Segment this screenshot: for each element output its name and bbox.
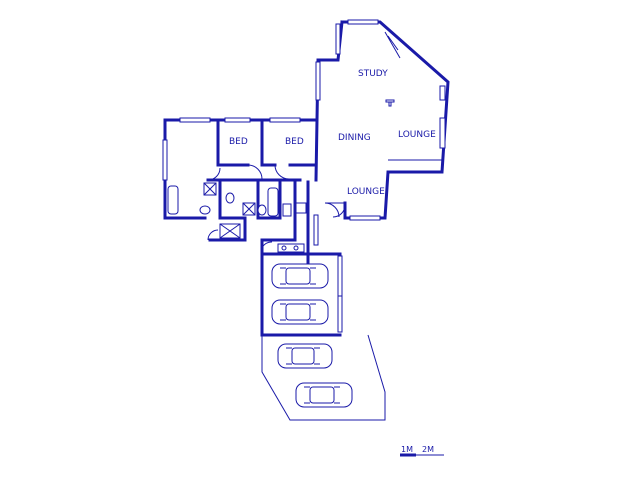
kitchen-area	[277, 214, 319, 253]
car-3	[277, 343, 333, 369]
scale-bar: 1M 2M	[400, 445, 444, 457]
room-label-dining: DINING	[338, 133, 371, 143]
room-label-lounge-lower: LOUNGE	[347, 187, 385, 197]
scale-label-2m: 2M	[422, 445, 434, 454]
room-label-lounge-right: LOUNGE	[398, 130, 436, 140]
room-label-bed-2: BED	[285, 137, 304, 147]
bedroom-windows	[162, 117, 301, 181]
door-swings	[207, 164, 346, 249]
room-label-bed-1: BED	[229, 137, 248, 147]
living-windows	[315, 19, 446, 221]
car-4	[295, 382, 353, 408]
car-1	[271, 263, 329, 289]
bathroom-fixtures	[167, 182, 307, 239]
scale-label-1m: 1M	[401, 445, 413, 454]
room-label-study: STUDY	[358, 69, 388, 79]
driveway	[261, 334, 386, 421]
car-2	[271, 299, 329, 325]
